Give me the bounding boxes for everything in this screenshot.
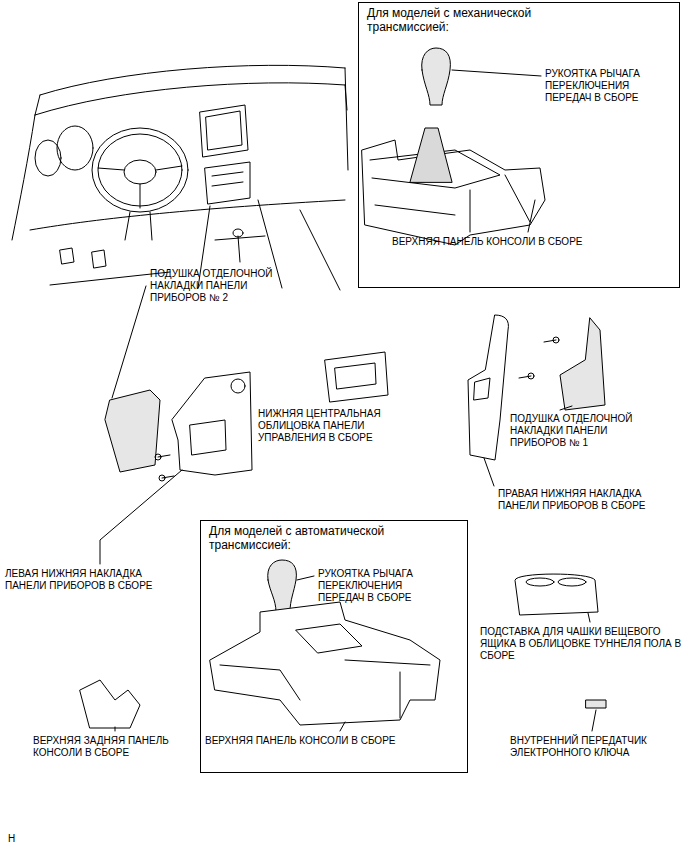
center-screen [206,111,242,150]
key-transmitter [586,700,606,708]
dash-edge [35,68,348,170]
part-name: ВЕРХНЯЯ ЗАДНЯЯ ПАНЕЛЬ КОНСОЛИ В СБОРЕ [33,735,188,759]
center-screen [200,105,248,157]
screw [519,340,556,378]
shift-boot [410,128,452,182]
panel-hole [231,379,245,393]
console-body [362,140,545,245]
console-opening [296,624,362,653]
steering-hub [124,160,156,184]
gauge [57,126,93,170]
steering-wheel [92,128,188,212]
manual-parts [362,48,545,245]
lower-right-panel [468,315,508,460]
trim-pad-2 [105,390,160,472]
trim-pad-1 [560,318,605,410]
panel-detail [190,420,226,455]
trim-detail [335,363,376,389]
leader-line [592,710,596,731]
screw-head [159,475,165,481]
part-name: ПРАВАЯ НИЖНЯЯ НАКЛАДКА ПАНЕЛИ ПРИБОРОВ В… [498,488,678,512]
console-detail [370,150,530,232]
part-name: ЛЕВАЯ НИЖНЯЯ НАКЛАДКА ПАНЕЛИ ПРИБОРОВ В … [5,568,185,592]
cup-holder [515,574,598,615]
steering-column [125,212,152,240]
part-name: ПОДУШКА ОТДЕЛОЧНОЙ НАКЛАДКИ ПАНЕЛИ ПРИБО… [510,413,652,449]
dashboard-drawing [12,65,348,290]
gauge [35,140,61,176]
leader-line [340,722,345,731]
part-name: ВЕРХНЯЯ ПАНЕЛЬ КОНСОЛИ В СБОРЕ [392,236,652,248]
shift-knob [422,48,451,105]
part-name: ВНУТРЕННИЙ ПЕРЕДАТЧИК ЭЛЕКТРОННОГО КЛЮЧА [510,735,682,759]
figure-code: H [8,833,38,845]
dash-lower [30,200,345,230]
box-heading: Для моделей с механической трансмиссией: [367,6,567,35]
part-name: ВЕРХНЯЯ ПАНЕЛЬ КОНСОЛИ В СБОРЕ [205,735,425,747]
trim-parts [105,315,605,481]
rear-console-panel [80,680,140,728]
part-name: РУКОЯТКА РЫЧАГА ПЕРЕКЛЮЧЕНИЯ ПЕРЕДАЧ В С… [545,68,667,104]
leader-line [588,613,590,622]
console-detail [220,660,430,718]
leader-line [100,470,182,564]
leader-line [484,458,494,486]
panel-detail [474,378,490,400]
shift-knob [268,560,297,612]
part-name: НИЖНЯЯ ЦЕНТРАЛЬНАЯ ОБЛИЦОВКА ПАНЕЛИ УПРА… [258,408,400,444]
screw-head [528,373,534,379]
dash-top [40,65,345,95]
center-lower-trim [325,352,388,402]
leader-line [297,576,314,580]
screw-head [553,337,559,343]
automatic-parts [210,560,440,725]
pedal [60,248,106,268]
screw-head [155,454,161,460]
lower-left-panel [172,372,252,475]
part-name: РУКОЯТКА РЫЧАГА ПЕРЕКЛЮЧЕНИЯ ПЕРЕДАЧ В С… [318,568,440,604]
cup-opening [526,578,554,586]
leader-line [112,286,146,398]
box-heading: Для моделей с автоматической трансмиссие… [209,524,419,553]
leader-line [115,727,116,731]
leader-line [560,406,572,410]
leader-line [528,200,535,232]
part-name: ПОДСТАВКА ДЛЯ ЧАШКИ ВЕЩЕВОГО ЯЩИКА В ОБЛ… [480,626,682,662]
steering-spoke [98,166,182,208]
shift-knob [233,229,243,237]
part-name: ПОДУШКА ОТДЕЛОЧНОЙ НАКЛАДКИ ПАНЕЛИ ПРИБО… [150,268,292,304]
door-line [12,115,35,240]
leader-line [452,70,541,76]
cup-opening [558,578,586,586]
console-body [210,602,440,725]
center-vent [205,162,250,204]
shift-lever [238,236,240,262]
dash-top [35,83,345,115]
